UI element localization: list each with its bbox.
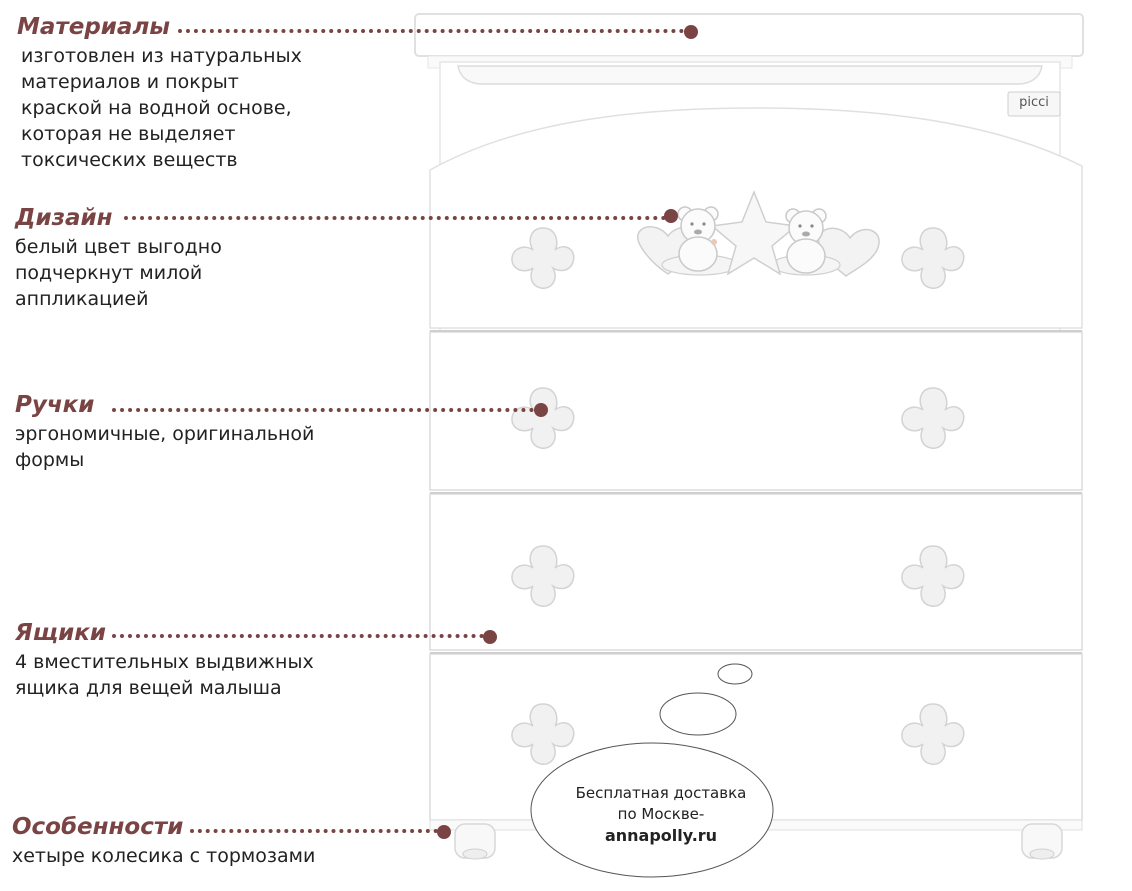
leader-line-drawers <box>112 634 484 638</box>
brand-logo-badge <box>1007 91 1061 117</box>
feature-description: 4 вместительных выдвижных ящика для веще… <box>15 651 314 699</box>
feature-description: изготовлен из натуральных материалов и п… <box>21 45 302 171</box>
applique-decoration <box>637 189 880 277</box>
callout-line-1: Бесплатная доставка <box>575 784 747 802</box>
delivery-callout: Бесплатная доставка по Москве- annapolly… <box>532 783 790 846</box>
leader-line-features <box>190 829 438 833</box>
leader-line-handles <box>112 408 534 412</box>
feature-title: Ручки <box>15 392 95 418</box>
callout-site-link[interactable]: annapolly.ru <box>604 826 718 845</box>
callout-line-2: по Москве- <box>617 805 705 823</box>
feature-description: белый цвет выгодно подчеркнут милой аппл… <box>15 236 222 310</box>
leader-line-materials <box>178 29 684 33</box>
delivery-bubble <box>530 663 774 878</box>
feature-title: Ящики <box>15 620 106 646</box>
feature-design: Дизайн белый цвет выгодно подчеркнут мил… <box>15 204 222 312</box>
feature-title: Дизайн <box>15 205 113 231</box>
marker-dot-handles <box>534 403 548 417</box>
feature-description: хетыре колесика с тормозами <box>12 845 316 867</box>
feature-handles: Ручки эргономичные, оригинальной формы <box>15 391 314 473</box>
marker-dot-drawers <box>483 630 497 644</box>
marker-dot-design <box>664 209 678 223</box>
feature-title: Материалы <box>17 14 171 40</box>
feature-drawers: Ящики 4 вместительных выдвижных ящика дл… <box>15 619 314 701</box>
marker-dot-features <box>437 825 451 839</box>
feature-description: эргономичные, оригинальной формы <box>15 423 315 471</box>
marker-dot-materials <box>684 25 698 39</box>
feature-materials: Материалы изготовлен из натуральных мате… <box>17 13 302 173</box>
leader-line-design <box>124 216 666 220</box>
feature-extras: Особенности хетыре колесика с тормозами <box>12 813 315 869</box>
wheels <box>454 823 1063 860</box>
brand-logo: picci <box>1019 95 1049 110</box>
feature-title: Особенности <box>12 814 184 840</box>
